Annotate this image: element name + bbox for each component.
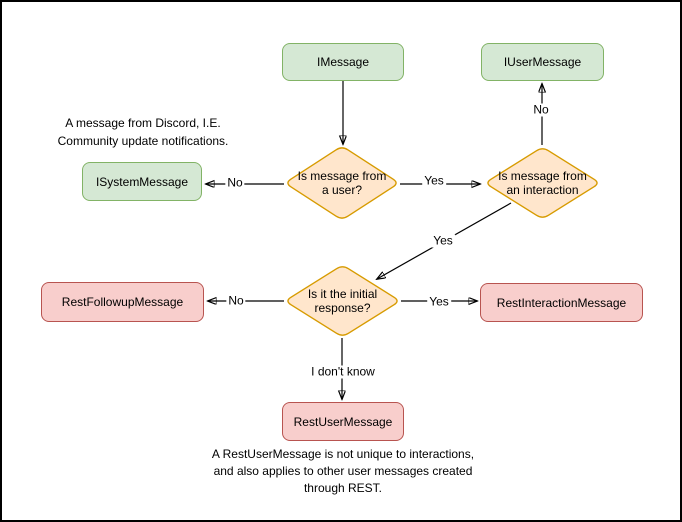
node-isystemmessage-label: ISystemMessage xyxy=(95,174,189,189)
restuser-message-note-line2: and also applies to other user messages … xyxy=(213,464,473,478)
decision-is-from-user-label: Is message from a user? xyxy=(297,169,387,197)
node-iusermessage: IUserMessage xyxy=(481,43,604,81)
node-restfollowupmessage: RestFollowupMessage xyxy=(41,282,204,322)
edge-label-yes-interaction-decision: Yes xyxy=(422,173,446,188)
node-imessage: IMessage xyxy=(282,43,404,81)
system-message-note-line1: A message from Discord, I.E. xyxy=(65,116,221,130)
restuser-message-note-line3: through REST. xyxy=(303,481,383,495)
decision-is-from-interaction-label: Is message from an interaction xyxy=(498,169,587,197)
edge-label-no-followup: No xyxy=(226,293,246,308)
node-imessage-label: IMessage xyxy=(316,55,370,69)
decision-is-initial-response: Is it the initial response? xyxy=(285,265,400,337)
edge-label-yes-initial-decision: Yes xyxy=(431,233,455,248)
diamond-shape xyxy=(487,148,598,218)
edge-label-yes-interactionmessage: Yes xyxy=(427,294,451,309)
decision-is-from-user: Is message from a user? xyxy=(285,146,399,220)
diamond-shape xyxy=(287,266,398,336)
system-message-note: A message from Discord, I.E. Community u… xyxy=(58,114,229,150)
restuser-message-note-line1: A RestUserMessage is not unique to inter… xyxy=(211,447,475,461)
edge-label-i-dont-know: I don't know xyxy=(309,364,377,379)
system-message-note-line2: Community update notifications. xyxy=(57,134,229,148)
node-restusermessage-label: RestUserMessage xyxy=(293,414,393,429)
diamond-shape xyxy=(287,147,397,219)
restuser-message-note: A RestUserMessage is not unique to inter… xyxy=(212,446,474,497)
decision-is-from-interaction: Is message from an interaction xyxy=(485,147,600,219)
decision-is-initial-response-label: Is it the initial response? xyxy=(307,287,378,315)
node-iusermessage-label: IUserMessage xyxy=(503,55,582,69)
node-restinteractionmessage: RestInteractionMessage xyxy=(480,283,643,322)
node-restinteractionmessage-label: RestInteractionMessage xyxy=(496,295,627,310)
edge-label-no-systemmessage: No xyxy=(225,175,245,190)
node-restusermessage: RestUserMessage xyxy=(282,402,404,441)
node-isystemmessage: ISystemMessage xyxy=(82,162,202,201)
edge-label-no-usermessage: No xyxy=(531,102,551,117)
node-restfollowupmessage-label: RestFollowupMessage xyxy=(61,295,184,309)
